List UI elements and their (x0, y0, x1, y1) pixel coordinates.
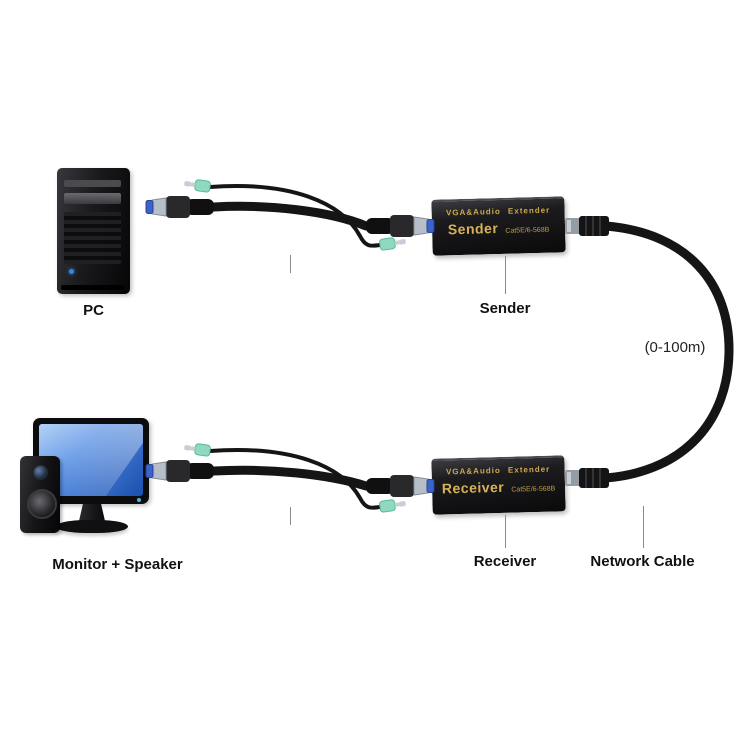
monitor-stand-neck (79, 504, 105, 521)
sender-label: Sender (479, 300, 531, 317)
pc-vent-grille (64, 212, 121, 264)
speaker-icon (20, 456, 60, 533)
rj45-connector-icon (564, 215, 610, 237)
rj45-connector-icon (564, 467, 610, 489)
audio-jack-icon (378, 497, 408, 513)
pointer-line-top-cable (290, 255, 291, 273)
monitor-stand-base (56, 520, 128, 533)
pc-base (61, 285, 124, 290)
sender-box-title: VGA&Audio Extender (445, 205, 551, 218)
audio-cable-top (208, 184, 382, 248)
audio-jack-icon (182, 177, 212, 193)
receiver-box-title: VGA&Audio Extender (445, 464, 551, 477)
vga-connector-icon (365, 474, 435, 498)
pc-optical-drive (64, 193, 121, 204)
vga-connector-icon (145, 195, 215, 219)
pointer-line-sender (505, 256, 506, 294)
monitor-power-led (137, 498, 141, 502)
sender-box-name: Sender (447, 220, 499, 238)
speaker-driver (27, 489, 57, 519)
vga-connector-icon (365, 214, 435, 238)
pc-power-led (69, 269, 74, 274)
pc-tower-icon (57, 168, 130, 294)
pc-label: PC (83, 302, 104, 319)
distance-label: (0-100m) (644, 339, 706, 356)
vga-connector-icon (145, 459, 215, 483)
receiver-box-model: Cat5E/6-568B (511, 485, 556, 494)
receiver-box-name: Receiver (441, 478, 505, 497)
sender-box-model: Cat5E/6-568B (505, 226, 550, 235)
vga-cable-bottom (209, 465, 371, 491)
pc-drive-bay (64, 180, 121, 187)
audio-jack-icon (182, 441, 212, 457)
sender-extender-box: VGA&Audio Extender Sender Cat5E/6-568B (431, 196, 566, 256)
pointer-line-receiver (505, 515, 506, 548)
speaker-tweeter (33, 465, 48, 480)
receiver-label: Receiver (473, 553, 537, 570)
network-cable-label: Network Cable (590, 553, 695, 570)
audio-jack-icon (378, 235, 408, 251)
monitor-speaker-label: Monitor + Speaker (52, 556, 183, 573)
audio-cable-bottom (208, 448, 382, 510)
vga-cable-top (209, 201, 371, 231)
receiver-extender-box: VGA&Audio Extender Receiver Cat5E/6-568B (431, 455, 566, 515)
pointer-line-bottom-cable (290, 507, 291, 525)
pointer-line-network-cable (643, 506, 644, 548)
